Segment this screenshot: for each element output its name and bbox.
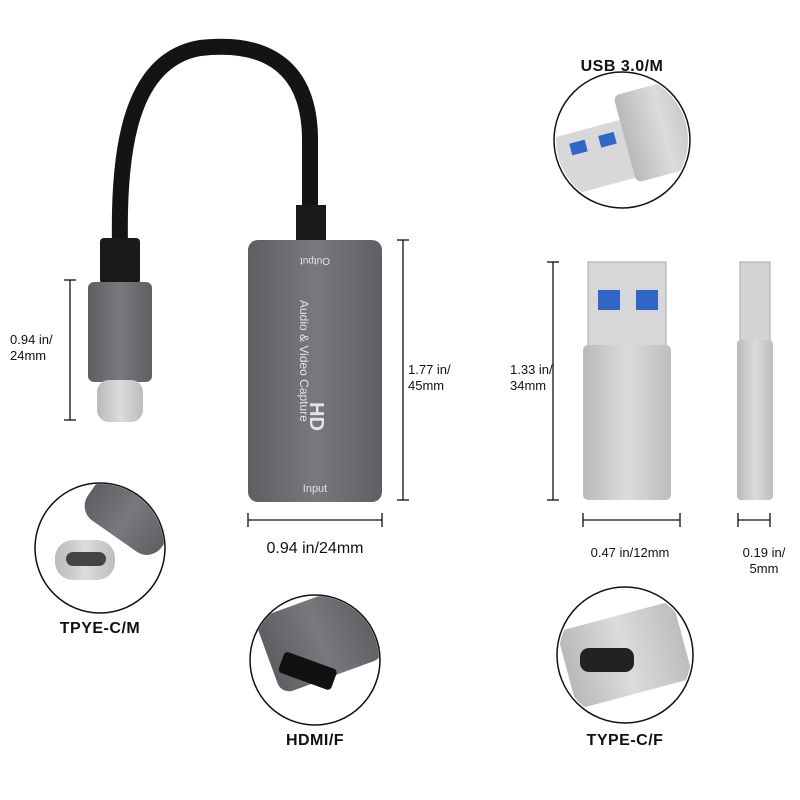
- adapter-thickness-label: 0.19 in/5mm: [742, 545, 786, 576]
- typec-male-callout: [34, 482, 166, 614]
- typec-plug-body: [88, 282, 152, 382]
- device-input-label: Input: [303, 483, 327, 495]
- device-width-label: 0.94 in/24mm: [266, 540, 364, 557]
- typec-female-caption: TYPE-C/F: [586, 732, 664, 749]
- device-height-label: 1.77 in/45mm: [408, 362, 451, 393]
- plug-height-label: 0.94 in/24mm: [10, 332, 53, 363]
- typec-plug-tip: [97, 380, 143, 422]
- hdmi-female-caption: HDMI/F: [285, 732, 345, 749]
- device-title: Audio & Video Capture: [297, 300, 311, 422]
- usb-adapter-side: [737, 261, 773, 500]
- cable: [111, 38, 318, 253]
- plug-strain-relief: [100, 238, 140, 284]
- typec-female-callout: [556, 586, 694, 724]
- adapter-height-label: 1.33 in/34mm: [510, 362, 553, 393]
- device-output-label: Output: [300, 255, 330, 266]
- typec-male-caption: TPYE-C/M: [59, 620, 141, 637]
- usb-male-caption: USB 3.0/M: [580, 58, 664, 75]
- device-strain-relief: [296, 205, 326, 243]
- usb-male-callout: [553, 71, 691, 209]
- hd-logo: HD: [305, 402, 327, 431]
- hdmi-female-callout: [249, 594, 381, 726]
- usb-adapter-front: [583, 261, 671, 500]
- adapter-width-label: 0.47 in/12mm: [590, 545, 670, 560]
- dimension-lines: [64, 239, 771, 527]
- capture-device: [248, 240, 382, 502]
